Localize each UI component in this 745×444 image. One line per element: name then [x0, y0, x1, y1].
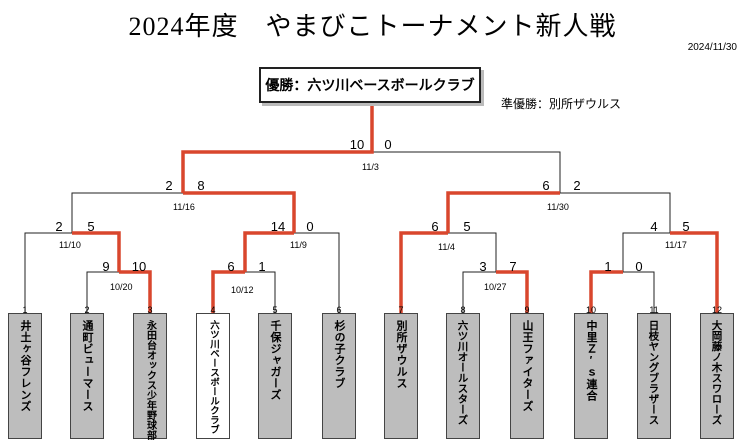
- team-box: 山王ファイターズ: [510, 313, 544, 439]
- seed-number: 5: [272, 305, 278, 315]
- sf2-line: [448, 192, 671, 233]
- champion-box: 優勝：六ツ川ベースボールクラブ: [259, 67, 481, 103]
- page-title: 2024年度 やまびこトーナメント新人戦: [128, 12, 617, 41]
- seed-number: 7: [398, 305, 404, 315]
- score-left: 9: [102, 259, 110, 274]
- team-box: 千保ジャガーズ: [258, 313, 292, 439]
- score-left: 2: [55, 219, 63, 234]
- team-box: 別所ザウルス: [384, 313, 418, 439]
- score-left: 14: [270, 219, 286, 234]
- match-date: 11/17: [665, 240, 687, 250]
- team-name: 大岡藤ノ木スワローズ: [710, 320, 723, 425]
- team-box: 大岡藤ノ木スワローズ: [700, 313, 734, 439]
- team-name: 千保ジャガーズ: [269, 320, 281, 401]
- score-left: 10: [349, 137, 365, 152]
- seed-number: 2: [84, 305, 90, 315]
- team-name: 別所ザウルス: [395, 320, 407, 389]
- champion-team-box: 六ツ川ベースボールクラブ: [196, 313, 230, 439]
- qf2-winner: [243, 231, 294, 272]
- score-left: 6: [542, 178, 550, 193]
- match-date: 11/10: [59, 240, 81, 250]
- seed-number: 6: [336, 305, 342, 315]
- r1-winner-4: [211, 270, 245, 313]
- score-left: 6: [227, 259, 235, 274]
- seed-number: 11: [649, 305, 659, 315]
- team-box: 通町ビューマース: [70, 313, 104, 439]
- header-date: 2024/11/30: [687, 42, 737, 53]
- score-left: 1: [604, 259, 612, 274]
- score-left: 3: [479, 259, 487, 274]
- team-box: 杉の子クラブ: [322, 313, 356, 439]
- r1-winner-10: [589, 270, 623, 313]
- sf1-line: [71, 192, 183, 233]
- seed-number: 12: [711, 305, 722, 315]
- match-date: 11/9: [290, 240, 307, 250]
- score-right: 5: [87, 219, 95, 234]
- team-name: 通町ビューマース: [81, 320, 93, 412]
- team-box: 中里Ｚ′ｓ連合: [574, 313, 608, 439]
- score-right: 0: [384, 137, 392, 152]
- score-right: 1: [258, 259, 266, 274]
- match-date: 11/30: [547, 202, 569, 212]
- score-right: 8: [197, 178, 205, 193]
- team-name: 永田台オックス少年野球部: [144, 320, 156, 440]
- match-date: 10/12: [231, 285, 254, 295]
- score-left: 2: [165, 178, 173, 193]
- final-winner: [181, 103, 374, 193]
- seed-number: 3: [147, 305, 153, 315]
- score-right: 0: [635, 259, 643, 274]
- score-right: 2: [573, 178, 581, 193]
- match-date: 10/20: [110, 282, 133, 292]
- qf4-winner: [670, 231, 719, 313]
- team-name: 六ツ川オールスターズ: [456, 320, 469, 425]
- team-name: 山王ファイターズ: [521, 320, 533, 412]
- seed-number: 10: [585, 305, 596, 315]
- score-right: 5: [463, 219, 471, 234]
- final-line: [372, 151, 561, 193]
- runner-up-label: 準優勝：別所ザウルス: [501, 97, 622, 111]
- team-box: 永田台オックス少年野球部: [133, 313, 167, 440]
- r1-winner-9: [496, 270, 529, 313]
- team-box: 日枝ヤングブラザース: [637, 313, 671, 439]
- score-left: 4: [650, 219, 658, 234]
- qf1-winner: [72, 231, 121, 272]
- sf1-winner: [183, 191, 296, 233]
- match-date: 11/16: [173, 202, 195, 212]
- score-right: 0: [306, 219, 314, 234]
- team-name: 六ツ川ベースボールクラブ: [208, 320, 219, 434]
- seed-number: 1: [22, 305, 28, 315]
- team-name: 日枝ヤングブラザース: [647, 320, 660, 425]
- match-date: 11/3: [362, 162, 379, 172]
- seed-number: 9: [524, 305, 530, 315]
- team-box: 六ツ川オールスターズ: [446, 313, 480, 439]
- team-box: 井土ヶ谷フレンズ: [8, 313, 42, 439]
- score-left: 6: [431, 219, 439, 234]
- score-right: 7: [509, 259, 517, 274]
- seed-number: 8: [460, 305, 466, 315]
- team-name: 井土ヶ谷フレンズ: [19, 320, 31, 412]
- match-date: 11/4: [438, 242, 455, 252]
- qf3-winner: [399, 231, 448, 313]
- team-name: 杉の子クラブ: [333, 320, 345, 389]
- match-date: 10/27: [484, 282, 507, 292]
- seed-number: 4: [210, 305, 216, 315]
- team-name: 中里Ｚ′ｓ連合: [585, 320, 597, 402]
- score-right: 10: [131, 259, 147, 274]
- r1-winner-3: [119, 270, 152, 313]
- sf2-winner: [446, 191, 560, 233]
- score-right: 5: [682, 219, 690, 234]
